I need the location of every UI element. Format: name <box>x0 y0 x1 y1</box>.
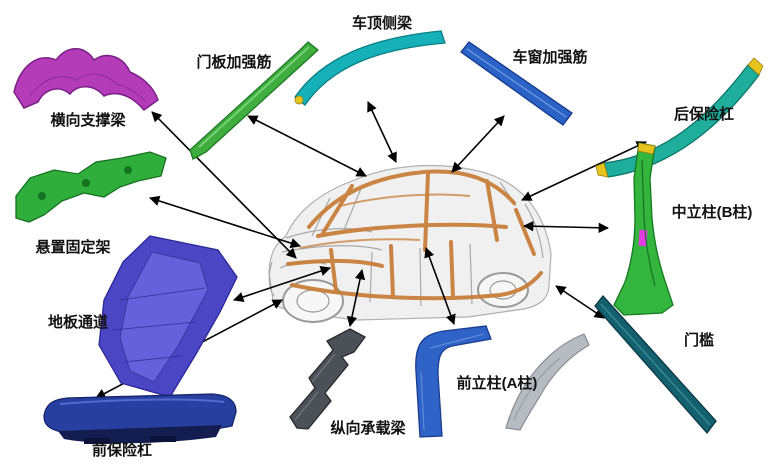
part-a-pillar <box>415 325 590 438</box>
window-rib-ridge <box>466 48 567 118</box>
label-front-bumper: 前保险杠 <box>92 441 152 459</box>
floor-tunnel-ribs <box>111 287 206 363</box>
a-pillar-companion-shape <box>505 333 590 431</box>
floor-tunnel-ridge <box>119 251 209 383</box>
a-pillar-detail <box>420 333 485 431</box>
part-floor-tunnel <box>98 235 238 398</box>
front-bumper-foot-2 <box>150 436 176 442</box>
front-bumper-highlight <box>59 398 225 405</box>
label-floor-tunnel: 地板通道 <box>48 313 108 331</box>
part-front-bumper <box>43 393 237 444</box>
arrow-floor-tunnel <box>233 266 331 302</box>
part-window-rib <box>460 41 573 126</box>
frame-roof-arc <box>307 169 516 229</box>
lateral-support-beam-shape <box>13 48 159 112</box>
label-rear-bumper: 后保险杠 <box>674 105 734 123</box>
door-panel-rib-shape <box>189 41 320 160</box>
rear-wheel <box>477 272 529 308</box>
label-window-rib: 车窗加强筋 <box>512 48 587 66</box>
label-door-panel-rib: 门板加强筋 <box>196 53 271 71</box>
label-longitudinal-beam: 纵向承载梁 <box>330 419 406 437</box>
frame-c-pillar <box>485 179 499 242</box>
front-bumper-foot-1 <box>84 438 110 444</box>
arrow-b-pillar <box>522 221 610 233</box>
door-sill-ridge <box>600 303 711 426</box>
rear-bumper-right-cap <box>747 57 764 76</box>
label-b-pillar: 中立柱(B柱) <box>672 203 753 221</box>
longitudinal-beam-shape <box>289 328 366 430</box>
arrow-window-rib <box>451 115 505 173</box>
rear-bumper-left-cap <box>595 162 609 178</box>
label-mount-bracket: 悬置固定架 <box>35 238 110 256</box>
roof-side-rail-shape <box>294 30 446 106</box>
frame-b-pillar <box>423 171 430 252</box>
car-orange-detail-lines <box>299 193 471 249</box>
frame-rocker <box>290 271 543 301</box>
frame-beltline <box>316 222 508 238</box>
arrow-door-panel-rib <box>247 115 367 177</box>
frame-front-rail <box>286 258 384 268</box>
mount-bracket-hole-2 <box>82 179 90 187</box>
a-pillar-companion-detail <box>513 357 561 421</box>
arrow-roof-side-rail <box>367 101 397 163</box>
arrow-longitudinal-beam <box>346 268 366 328</box>
mount-bracket-shape <box>15 151 167 223</box>
part-mount-bracket <box>15 151 167 223</box>
arrow-door-sill <box>555 285 605 319</box>
arrow-a-pillar <box>424 247 456 325</box>
lateral-support-beam-detail <box>29 73 147 103</box>
a-pillar-shape <box>415 325 492 438</box>
label-lateral-support-beam: 横向支撑梁 <box>50 111 126 129</box>
part-b-pillar <box>613 142 674 316</box>
arrow-rear-bumper <box>521 141 647 201</box>
mount-bracket-hole-1 <box>38 192 46 200</box>
roof-side-rail-end-cap <box>294 95 304 105</box>
part-lateral-support-beam <box>13 48 159 112</box>
mount-bracket-hole-3 <box>124 166 132 174</box>
b-pillar-top-cap <box>637 142 656 155</box>
longitudinal-beam-highlight <box>294 353 336 421</box>
part-door-sill <box>594 294 717 435</box>
arrow-mount-bracket <box>149 195 301 249</box>
car-body-illustration <box>268 164 552 323</box>
part-roof-side-rail <box>294 30 446 106</box>
label-a-pillar: 前立柱(A柱) <box>457 374 538 392</box>
part-longitudinal-beam <box>289 328 366 430</box>
b-pillar-shape <box>613 142 674 316</box>
label-roof-side-rail: 车顶侧梁 <box>352 14 413 32</box>
b-pillar-shade <box>641 159 656 287</box>
part-door-panel-rib <box>189 41 320 160</box>
label-door-sill: 门槛 <box>684 331 714 349</box>
part-labels: 横向支撑梁 门板加强筋 车顶侧梁 车窗加强筋 后保险杠 中立柱(B柱) 悬置固定… <box>35 14 752 459</box>
frame-a-pillar <box>321 184 354 235</box>
door-panel-rib-ridge <box>198 46 310 148</box>
